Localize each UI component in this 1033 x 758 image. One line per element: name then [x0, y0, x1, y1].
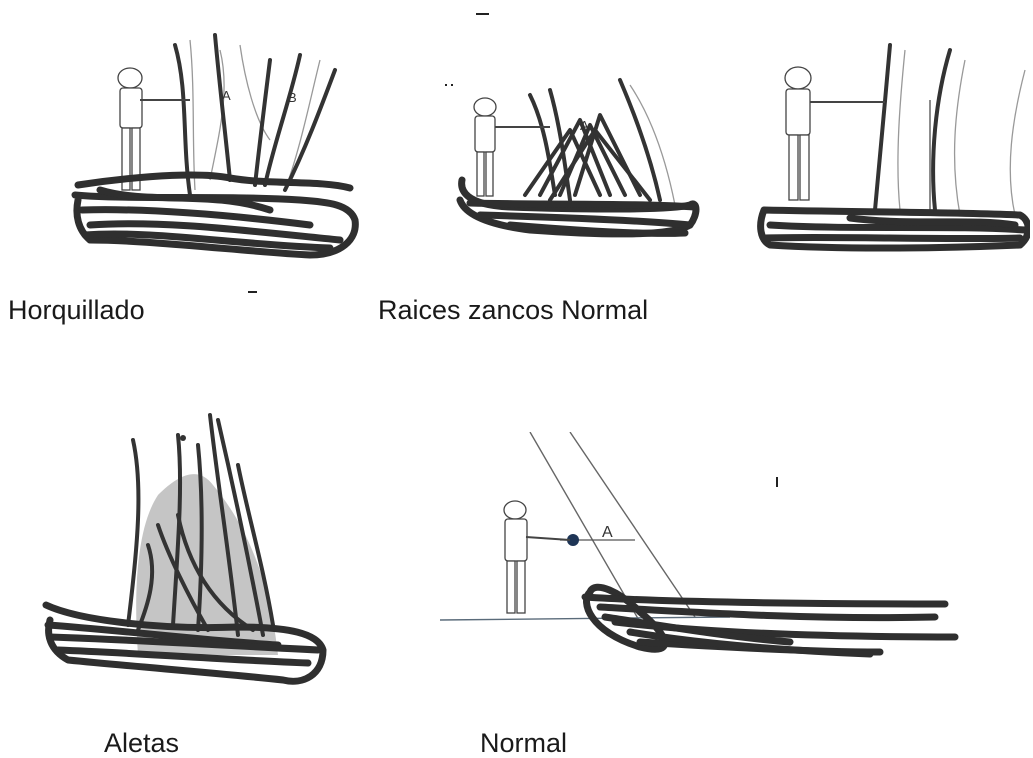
stray-mark [445, 84, 447, 86]
surveyor-figure [785, 67, 885, 200]
surveyor-figure [504, 501, 570, 613]
stilt-roots-illustration: A [450, 75, 720, 250]
leaning-tree-illustration: A [430, 432, 970, 682]
buttress-tree-illustration [38, 405, 338, 695]
stray-mark [476, 13, 489, 15]
label-raices-zancos-normal: Raices zancos Normal [378, 297, 648, 324]
label-aletas: Aletas [104, 730, 179, 757]
stray-mark [451, 84, 453, 86]
forked-label-a: A [222, 88, 231, 103]
normal-label-a: A [602, 524, 613, 541]
stray-mark [776, 477, 778, 487]
stilt-label-a: A [580, 118, 589, 133]
forked-label-b: B [288, 90, 297, 105]
stray-mark [248, 291, 257, 293]
label-normal: Normal [480, 730, 567, 757]
forked-tree-illustration: A B [70, 30, 370, 270]
label-horquillado: Horquillado [8, 297, 145, 324]
normal-tree-illustration [750, 40, 1030, 270]
